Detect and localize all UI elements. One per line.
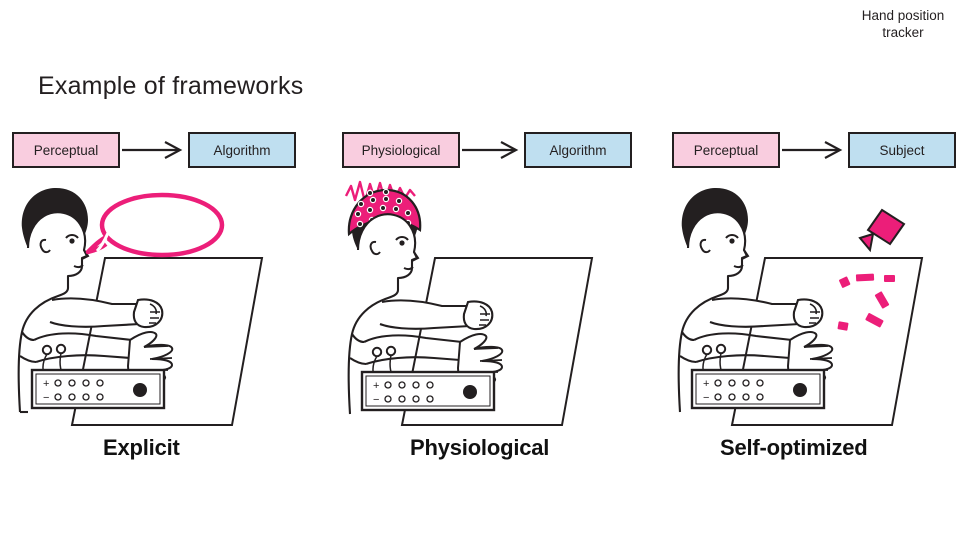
panel-caption: Physiological [410, 435, 550, 460]
tracker-label-line2: tracker [882, 24, 924, 40]
closed-fist [792, 298, 824, 329]
speech-bubble [85, 192, 225, 258]
panel-physiological: Physiological Algorithm [330, 0, 650, 540]
flow-diagram-explicit: Perceptual Algorithm [12, 132, 308, 170]
svg-text:−: − [703, 392, 709, 404]
scene-explicit: + − [0, 180, 320, 430]
closed-fist [462, 300, 494, 331]
flow-target-box[interactable]: Subject [848, 132, 956, 168]
closed-fist [132, 298, 164, 329]
rotary-knob [133, 383, 147, 397]
flow-target-box[interactable]: Algorithm [524, 132, 632, 168]
arrow-right-icon [120, 140, 190, 160]
page-title: Example of frameworks [38, 72, 304, 100]
hand-position-tracker-icon [858, 208, 906, 253]
flow-source-box[interactable]: Physiological [342, 132, 460, 168]
flow-target-box[interactable]: Algorithm [188, 132, 296, 168]
tracker-label-line1: Hand position [861, 8, 945, 23]
tracking-signal-dashes [837, 273, 895, 331]
electrical-stimulator[interactable]: + − [30, 368, 166, 410]
svg-text:−: − [43, 392, 49, 404]
svg-text:+: + [373, 380, 379, 392]
hand-position-tracker-label: Hand position tracker [838, 8, 960, 42]
panel-explicit: Perceptual Algorithm [0, 0, 320, 540]
electrical-stimulator[interactable]: + − [360, 370, 496, 412]
flow-source-box[interactable]: Perceptual [12, 132, 120, 168]
flow-diagram-self-optimized: Perceptual Subject [672, 132, 960, 170]
svg-text:−: − [373, 394, 379, 406]
scene-self-optimized: + − [660, 180, 960, 430]
arrow-right-icon [780, 140, 850, 160]
svg-text:+: + [703, 378, 709, 390]
flow-diagram-physiological: Physiological Algorithm [342, 132, 638, 170]
panel-caption: Self-optimized [720, 435, 868, 460]
rotary-knob [793, 383, 807, 397]
seated-person [17, 188, 174, 414]
rotary-knob [463, 385, 477, 399]
seated-person [347, 188, 504, 415]
flow-source-box[interactable]: Perceptual [672, 132, 780, 168]
electrical-stimulator[interactable]: + − [690, 368, 826, 410]
arrow-right-icon [460, 140, 526, 160]
svg-text:+: + [43, 378, 49, 390]
panel-caption: Explicit [103, 435, 180, 460]
scene-physiological: + − [330, 180, 650, 430]
panel-self-optimized: Perceptual Subject Hand position tracker [660, 0, 960, 540]
